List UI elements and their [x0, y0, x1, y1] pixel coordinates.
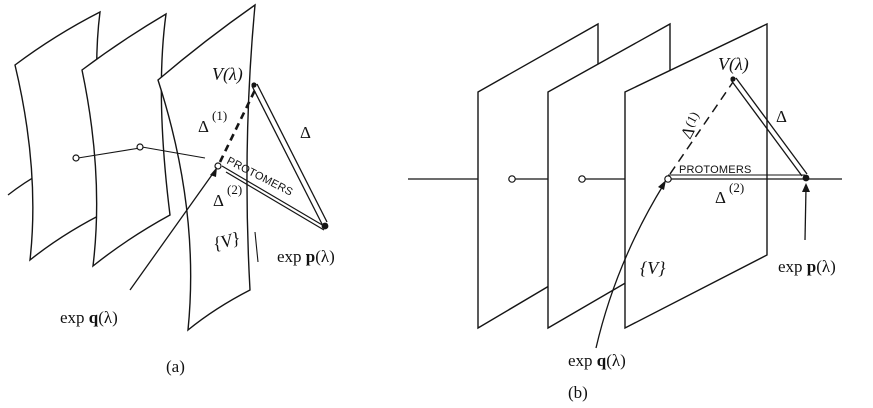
- orbit-point-a-1: [72, 154, 80, 162]
- point-p-b: [802, 174, 810, 182]
- label-exp-p-a: exp p(λ): [277, 247, 335, 266]
- label-delta2-b: Δ: [715, 188, 726, 207]
- label-delta-a: Δ: [300, 123, 311, 142]
- point-p-a: [321, 222, 329, 230]
- arrow-exp-q-b: [595, 183, 665, 349]
- arrowhead-exp-q-b: [658, 180, 666, 190]
- orbit-point-b-1: [508, 175, 516, 183]
- label-V-b: V(λ): [718, 54, 749, 75]
- caption-a: (a): [166, 357, 185, 376]
- orbit-point-a-2: [136, 143, 144, 151]
- label-exp-q-b: exp q(λ): [568, 351, 626, 370]
- label-delta2-sup-b: (2): [729, 180, 744, 195]
- label-delta1-sup-a: (1): [212, 108, 227, 123]
- label-delta2-sup-a: (2): [227, 182, 242, 197]
- label-delta1-sup-b: (1): [681, 109, 701, 129]
- orbit-point-b-3: [664, 175, 672, 183]
- curved-sheet-3: [157, 3, 256, 332]
- label-delta1-a: Δ: [198, 117, 209, 136]
- delta-double-line-a-1: [251, 85, 323, 225]
- orbit-point-b-2: [578, 175, 586, 183]
- label-protomers-b: PROTOMERS: [679, 164, 752, 176]
- label-exp-q-a: exp q(λ): [60, 308, 118, 327]
- caption-b: (b): [568, 383, 588, 402]
- delta2-line-a-1: [221, 165, 325, 227]
- label-V-a: V(λ): [212, 64, 243, 85]
- delta1-dashed-line-a: [218, 89, 257, 163]
- panel-a: V(λ) Δ (1) Δ PROTOMERS Δ (2) {V} exp p(λ…: [7, 3, 335, 376]
- orbit-point-a-3: [214, 162, 222, 170]
- arrowhead-exp-p-b: [802, 183, 810, 192]
- arrow-exp-q-a: [129, 171, 215, 291]
- delta-double-line-b-1: [730, 79, 803, 177]
- label-delta2-a: Δ: [213, 191, 224, 210]
- flat-sheet-3: [624, 22, 768, 330]
- panel-b: V(λ) Δ (1) Δ PROTOMERS Δ (2) {V} exp p(λ…: [408, 22, 842, 402]
- delta2-line-a-2: [225, 171, 325, 231]
- curved-sheet-2: [81, 12, 171, 268]
- tick-mark-a: [254, 231, 259, 263]
- delta-double-line-a-2: [256, 83, 328, 223]
- point-V-a: [251, 82, 257, 88]
- orbit-segment-a-2: [141, 146, 206, 159]
- delta1-dashed-line-b: [669, 81, 734, 175]
- point-V-b: [730, 76, 736, 82]
- label-set-V-b: {V}: [640, 258, 666, 278]
- arrowhead-exp-q-a: [210, 167, 217, 177]
- label-delta-b: Δ: [776, 107, 787, 126]
- label-exp-p-b: exp p(λ): [778, 257, 836, 276]
- delta-double-line-b-2: [735, 77, 808, 175]
- orbit-segment-a-1: [77, 147, 141, 159]
- arrow-exp-p-b: [804, 187, 807, 241]
